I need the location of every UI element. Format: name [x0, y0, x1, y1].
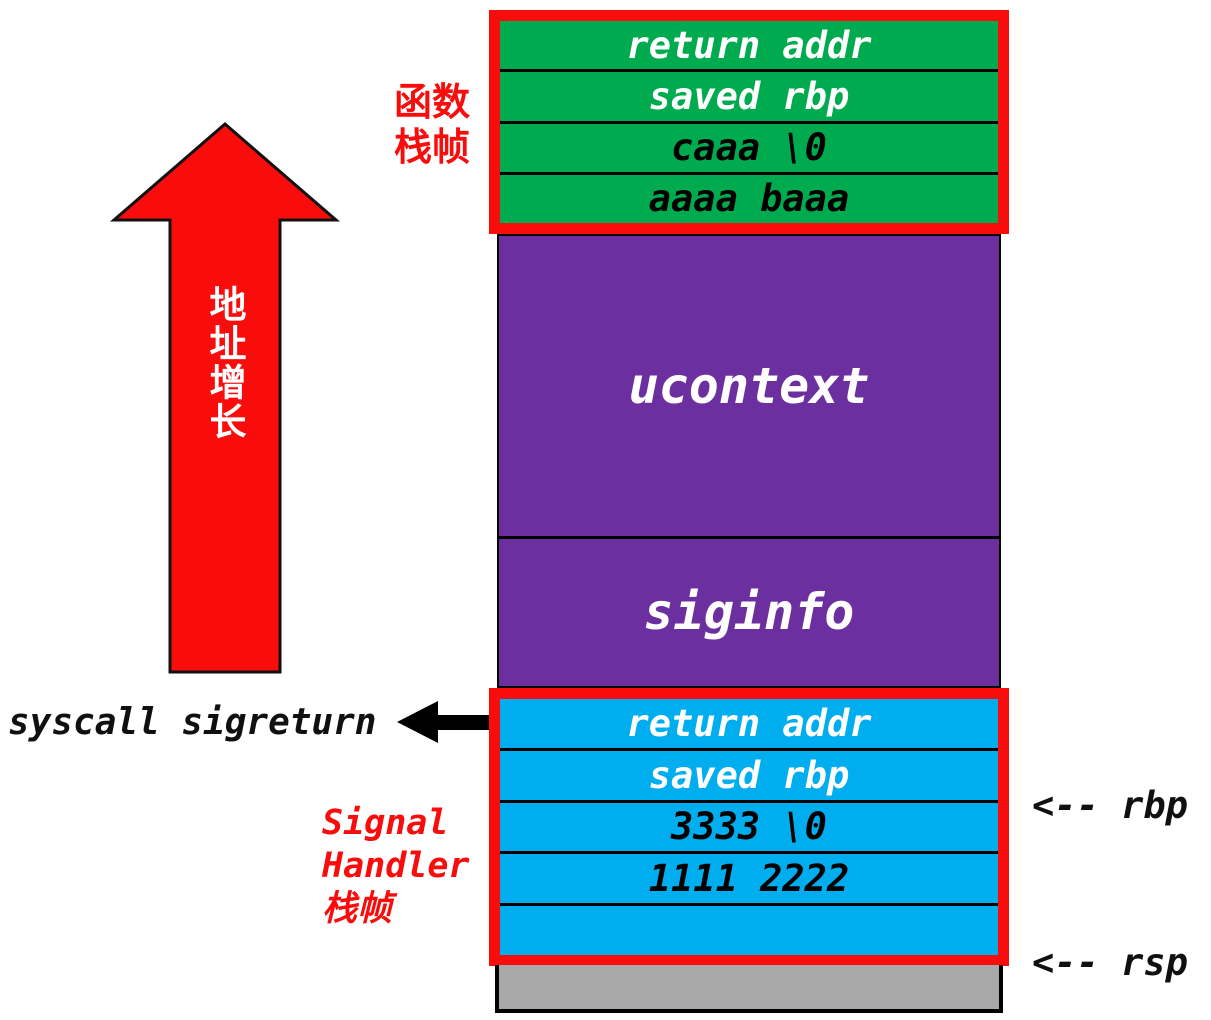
signal-handler-frame-label: Signal Handler 栈帧	[322, 803, 470, 929]
stack-cell-1111-2222: 1111 2222	[500, 851, 998, 903]
stack-cell-saved-rbp: saved rbp	[500, 69, 998, 120]
address-growth-label: 地址增长	[203, 285, 246, 441]
stack-cell-saved-rbp: saved rbp	[500, 747, 998, 800]
ucontext-cell: ucontext	[628, 356, 870, 415]
rbp-pointer-label: <-- rbp	[1032, 784, 1188, 827]
stack-cell-aaaa-baaa: aaaa baaa	[500, 171, 998, 223]
signal-stack-block: ucontext siginfo	[497, 234, 1001, 688]
stack-cell-3333: 3333 \0	[500, 799, 998, 852]
address-growth-arrow-icon	[109, 122, 341, 674]
syscall-sigreturn-label: syscall sigreturn	[8, 702, 377, 743]
rsp-pointer-label: <-- rsp	[1032, 941, 1188, 984]
stack-cell-return-addr: return addr	[626, 701, 872, 745]
stack-cell-empty	[500, 903, 998, 955]
function-frame-label: 函数 栈帧	[393, 80, 470, 169]
stack-cell-return-addr: return addr	[626, 23, 872, 67]
siginfo-cell: siginfo	[499, 535, 999, 686]
signal-handler-stack-frame: return addr saved rbp 3333 \0 1111 2222	[489, 688, 1009, 966]
function-stack-frame: return addr saved rbp caaa \0 aaaa baaa	[489, 10, 1009, 234]
lower-stack-block	[495, 965, 1003, 1013]
stack-cell-caaa: caaa \0	[500, 120, 998, 172]
